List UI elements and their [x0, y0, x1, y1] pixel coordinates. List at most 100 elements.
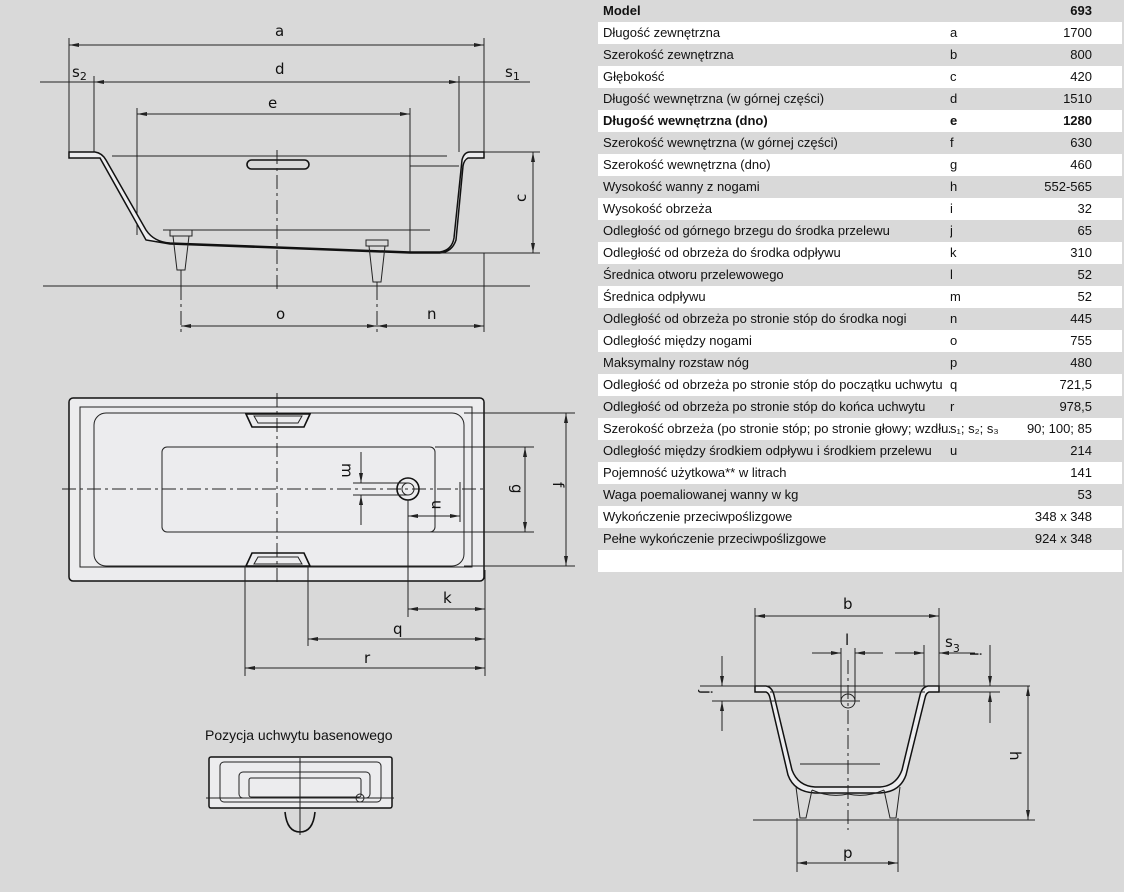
table-row: Odległość od obrzeża do środka odpływu k 3… [598, 242, 1122, 264]
table-row: Odległość od górnego brzegu do środka pr… [598, 220, 1122, 242]
table-row: Odległość od obrzeża po stronie stóp do … [598, 396, 1122, 418]
spec-symbol: r [950, 399, 955, 414]
spec-name: Szerokość wewnętrzna (w górnej części) [603, 135, 838, 150]
spec-value: 721,5 [1059, 377, 1092, 392]
spec-symbol: o [950, 333, 958, 348]
spec-name: Średnica odpływu [603, 289, 706, 304]
dim-label-d: d [275, 60, 285, 78]
drain-icon [355, 793, 365, 803]
spec-name: Odległość od obrzeża po stronie stóp do … [603, 399, 926, 414]
spec-symbol: l [950, 267, 953, 282]
spec-symbol: m [950, 289, 961, 304]
spec-value: 693 [1070, 3, 1092, 18]
table-row: Szerokość zewnętrzna b 800 [598, 44, 1122, 66]
spec-value: 755 [1070, 333, 1092, 348]
spec-value: 90; 100; 85 [1026, 421, 1092, 436]
spec-name: Pełne wykończenie przeciwpoślizgowe [603, 531, 827, 546]
dim-label-q: q [393, 620, 403, 638]
spec-symbol: p [950, 355, 958, 370]
spec-value: 348 x 348 [1034, 509, 1092, 524]
handle-position-title: Pozycja uchwytu basenowego [205, 727, 393, 743]
dim-label-b: b [843, 595, 853, 613]
dim-label-l: l [845, 631, 849, 649]
spec-value: 445 [1070, 311, 1092, 326]
handle-position-view: Pozycja uchwytu basenowego [205, 727, 394, 835]
spec-name: Pojemność użytkowa** w litrach [603, 465, 787, 480]
dim-label-p: p [843, 844, 853, 862]
table-row: Szerokość obrzeża (po stronie stóp; po s… [598, 418, 1122, 440]
dim-label-j: j [697, 689, 715, 694]
spec-symbol: f [950, 135, 954, 150]
spec-symbol: s₁; s₂; s₃ [950, 421, 999, 436]
spec-symbol: d [950, 91, 958, 106]
spec-name: Odległość od górnego brzegu do środka pr… [603, 223, 890, 238]
spec-name: Odległość od obrzeża do środka odpływu [603, 245, 841, 260]
spec-symbol: q [950, 377, 958, 392]
spec-value: 552-565 [1044, 179, 1092, 194]
spec-value: 420 [1070, 69, 1092, 84]
spec-name: Wysokość obrzeża [603, 201, 712, 216]
spec-name: Głębokość [603, 69, 665, 84]
dim-label-s1: s1 [505, 63, 520, 83]
spec-symbol: b [950, 47, 958, 62]
dim-label-i: i [966, 652, 984, 656]
spec-name: Model [603, 3, 641, 18]
spec-name: Odległość od obrzeża po stronie stóp do … [603, 377, 943, 392]
handle-bottom-icon [244, 552, 312, 567]
spec-symbol: e [950, 113, 958, 128]
spec-value: 310 [1070, 245, 1092, 260]
overflow-icon [246, 159, 310, 170]
spec-name: Długość wewnętrzna (dno) [603, 113, 768, 128]
dim-label-h: h [1006, 751, 1024, 761]
legs-icon [795, 786, 901, 819]
spec-name: Szerokość obrzeża (po stronie stóp; po s… [603, 421, 950, 436]
spec-value: 1700 [1063, 25, 1092, 40]
spec-symbol: a [950, 25, 958, 40]
leg-right-icon [365, 239, 389, 286]
dim-label-k: k [443, 589, 452, 607]
dim-label-o: o [276, 305, 285, 323]
dim-label-m: m [338, 463, 356, 478]
top-view: k q r g f m u [62, 393, 575, 676]
spec-name: Szerokość zewnętrzna [603, 47, 734, 62]
spec-symbol: g [950, 157, 958, 172]
spec-symbol: j [950, 223, 953, 238]
spec-symbol: k [950, 245, 957, 260]
spec-name: Wysokość wanny z nogami [603, 179, 760, 194]
spec-value: 214 [1070, 443, 1092, 458]
spec-name: Długość wewnętrzna (w górnej części) [603, 91, 825, 106]
table-row: Odległość od obrzeża po stronie stóp do … [598, 308, 1122, 330]
spec-name: Średnica otworu przelewowego [603, 267, 784, 282]
spec-name: Waga poemaliowanej wanny w kg [603, 487, 799, 502]
spec-symbol: u [950, 443, 958, 458]
dim-label-r: r [364, 649, 371, 667]
spec-name: Odległość od obrzeża po stronie stóp do … [603, 311, 907, 326]
spec-value: 32 [1077, 201, 1092, 216]
spec-value: 978,5 [1059, 399, 1092, 414]
spec-value: 1510 [1063, 91, 1092, 106]
table-row: Wysokość wanny z nogami h 552-565 [598, 176, 1122, 198]
spec-value: 800 [1070, 47, 1092, 62]
spec-name: Odległość między środkiem odpływu i środ… [603, 443, 932, 458]
spec-name: Maksymalny rozstaw nóg [603, 355, 749, 370]
spec-symbol: n [950, 311, 958, 326]
end-view: b l s3 i j h p [697, 595, 1035, 872]
spec-name: Wykończenie przeciwpoślizgowe [603, 509, 793, 524]
spec-value: 53 [1077, 487, 1092, 502]
spec-value: 65 [1077, 223, 1092, 238]
table-row: Wykończenie przeciwpoślizgowe 348 x 348 [598, 506, 1122, 528]
table-row: Odległość od obrzeża po stronie stóp do … [598, 374, 1122, 396]
spec-value: 460 [1070, 157, 1092, 172]
spec-symbol: h [950, 179, 958, 194]
table-row [598, 550, 1122, 572]
